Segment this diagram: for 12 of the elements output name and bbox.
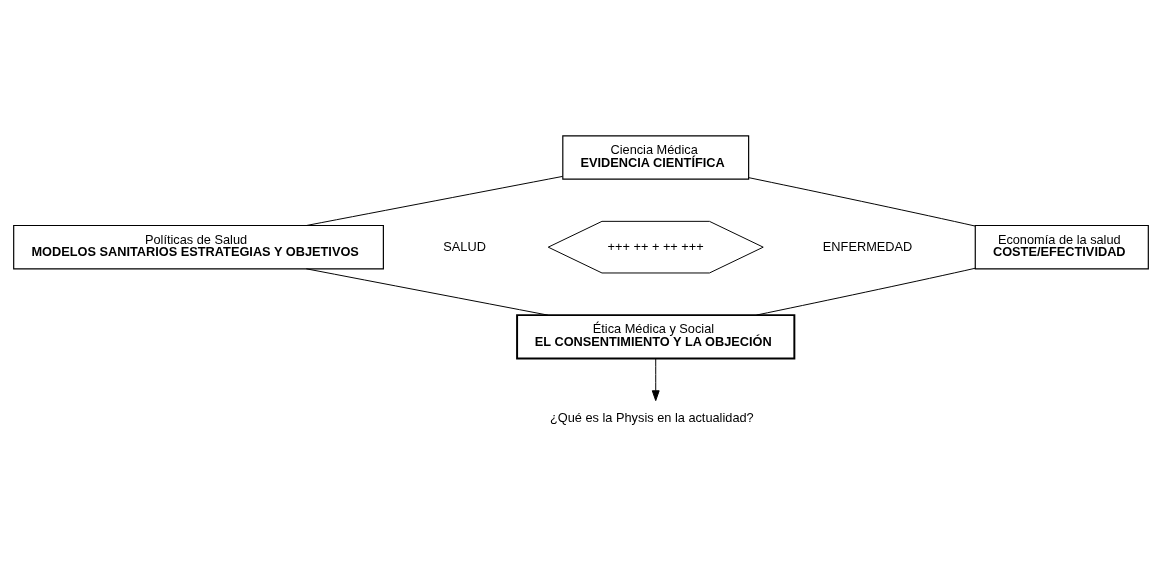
connector bbox=[756, 267, 976, 316]
label: SALUD bbox=[443, 238, 486, 254]
node-box: Economía de la salud COSTE/EFECTIVIDAD bbox=[974, 224, 1149, 269]
node-text: ¿Qué es la Physis en la actualidad? bbox=[550, 409, 754, 425]
arrow bbox=[651, 357, 660, 401]
node-box: Políticas de Salud MODELOS SANITARIOS ESTRATEGIAS Y OBJETIVOS bbox=[13, 224, 384, 269]
connector bbox=[305, 175, 564, 226]
connector bbox=[748, 176, 976, 227]
connector bbox=[305, 267, 549, 316]
node-box: Ética Médica y Social EL CONSENTIMIENTO Y LA OBJECIÓN bbox=[516, 313, 796, 359]
label: ENFERMEDAD bbox=[822, 238, 913, 254]
node-box: Ciencia Médica EVIDENCIA CIENTÍFICA bbox=[562, 134, 750, 180]
